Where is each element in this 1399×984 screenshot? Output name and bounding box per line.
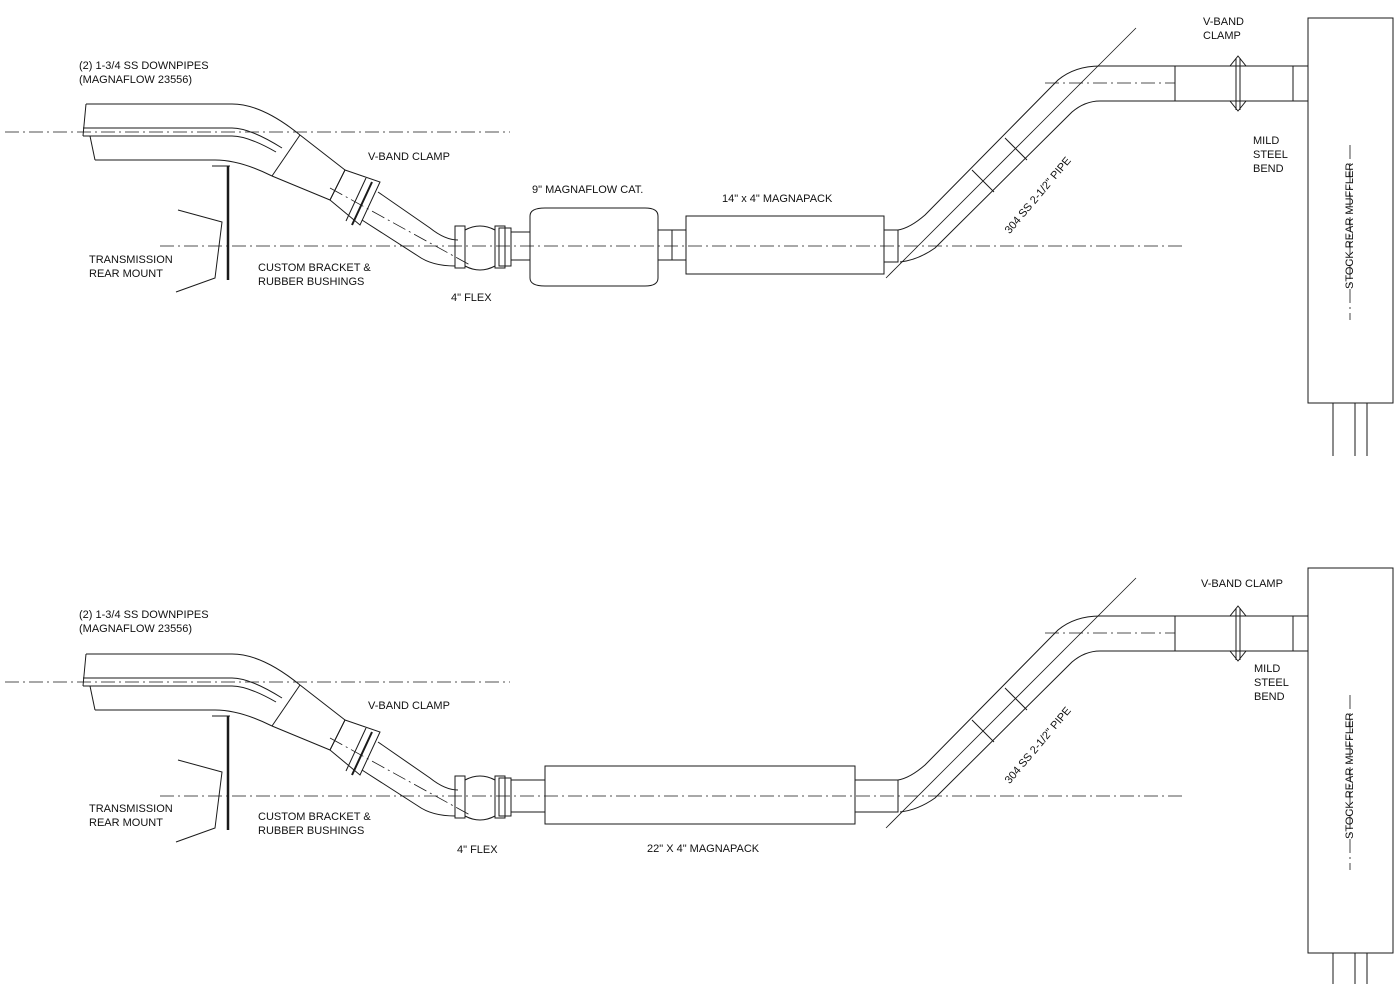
bottom-mild-line1: MILD (1254, 663, 1281, 675)
bottom-transmission-line1: TRANSMISSION (89, 803, 173, 815)
bottom-flex-label: 4" FLEX (457, 844, 498, 856)
top-downpipes-label: (2) 1-3/4 SS DOWNPIPES (MAGNAFLOW 23556) (79, 59, 209, 87)
top-system (3, 17, 1394, 457)
bottom-magnapack-label: 22" X 4" MAGNAPACK (647, 843, 760, 855)
top-vband-clamp-label: V-BAND CLAMP (368, 151, 450, 163)
top-downpipes-line2: (MAGNAFLOW 23556) (79, 74, 193, 86)
bottom-downpipes-line2: (MAGNAFLOW 23556) (79, 623, 193, 635)
top-vband-clamp-right-label: V-BAND CLAMP (1203, 15, 1244, 43)
top-vband-right-line1: V-BAND (1203, 16, 1244, 28)
bottom-mild-steel-label: MILD STEEL BEND (1254, 662, 1289, 704)
bottom-vband-clamp-label: V-BAND CLAMP (368, 700, 450, 712)
bottom-muffler-label: STOCK REAR MUFFLER (1344, 712, 1356, 839)
bottom-bracket-line2: RUBBER BUSHINGS (258, 825, 365, 837)
top-flex-label: 4" FLEX (451, 292, 492, 304)
top-transmission-line2: REAR MOUNT (89, 268, 163, 280)
bottom-bracket-label: CUSTOM BRACKET & RUBBER BUSHINGS (258, 810, 371, 838)
top-mild-line3: BEND (1253, 163, 1284, 175)
top-magnapack-label: 14" x 4" MAGNAPACK (722, 193, 833, 205)
top-transmission-label: TRANSMISSION REAR MOUNT (89, 253, 173, 281)
bottom-system (3, 567, 1394, 984)
top-bracket-line2: RUBBER BUSHINGS (258, 276, 365, 288)
top-vband-right-line2: CLAMP (1203, 30, 1241, 42)
bottom-bracket-line1: CUSTOM BRACKET & (258, 811, 371, 823)
top-mild-line2: STEEL (1253, 149, 1288, 161)
bottom-transmission-line2: REAR MOUNT (89, 817, 163, 829)
bottom-transmission-label: TRANSMISSION REAR MOUNT (89, 802, 173, 830)
top-transmission-line1: TRANSMISSION (89, 254, 173, 266)
top-mild-steel-label: MILD STEEL BEND (1253, 134, 1288, 176)
top-bracket-label: CUSTOM BRACKET & RUBBER BUSHINGS (258, 261, 371, 289)
bottom-mild-line3: BEND (1254, 691, 1285, 703)
top-muffler-label: STOCK REAR MUFFLER (1344, 162, 1356, 289)
bottom-downpipes-label: (2) 1-3/4 SS DOWNPIPES (MAGNAFLOW 23556) (79, 608, 209, 636)
top-downpipes-line1: (2) 1-3/4 SS DOWNPIPES (79, 60, 209, 72)
top-mild-line1: MILD (1253, 135, 1280, 147)
bottom-vband-clamp-right-label: V-BAND CLAMP (1201, 578, 1283, 590)
bottom-mild-line2: STEEL (1254, 677, 1289, 689)
bottom-downpipes-line1: (2) 1-3/4 SS DOWNPIPES (79, 609, 209, 621)
top-cat-label: 9" MAGNAFLOW CAT. (532, 184, 644, 196)
top-bracket-line1: CUSTOM BRACKET & (258, 262, 371, 274)
